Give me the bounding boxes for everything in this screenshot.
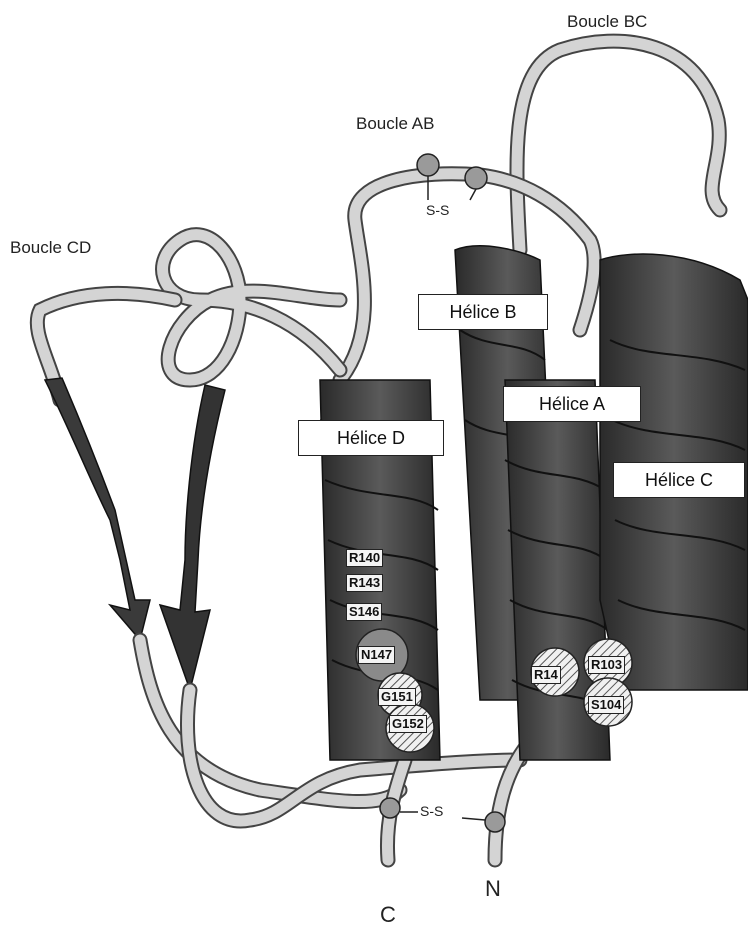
loop-cd-label: Boucle CD <box>10 238 91 258</box>
residue-r103-label: R103 <box>588 656 625 674</box>
disulfide-ab-label: S-S <box>426 202 449 218</box>
residue-s146-label: S146 <box>346 603 382 621</box>
cysteine-sphere-n <box>485 812 505 832</box>
helix-a-label: Hélice A <box>503 386 641 422</box>
residue-s104-label: S104 <box>588 696 624 714</box>
helix-d-label: Hélice D <box>298 420 444 456</box>
cysteine-sphere-ab-1 <box>417 154 439 176</box>
residue-g152-label: G152 <box>389 715 427 733</box>
residue-r140-label: R140 <box>346 549 383 567</box>
helix-b-label: Hélice B <box>418 294 548 330</box>
loop-bc-label: Boucle BC <box>567 12 647 32</box>
disulfide-terminal-label: S-S <box>420 803 443 819</box>
residue-r14-label: R14 <box>531 666 561 684</box>
n-terminus-label: N <box>485 876 501 902</box>
helix-c-label: Hélice C <box>613 462 745 498</box>
residue-n147-label: N147 <box>358 646 395 664</box>
beta-strand-1 <box>45 378 150 640</box>
cysteine-sphere-c <box>380 798 400 818</box>
residue-r143-label: R143 <box>346 574 383 592</box>
loop-ab-label: Boucle AB <box>356 114 434 134</box>
beta-strand-2 <box>160 385 225 690</box>
residue-g151-label: G151 <box>378 688 416 706</box>
c-terminus-label: C <box>380 902 396 928</box>
cysteine-sphere-ab-2 <box>465 167 487 189</box>
